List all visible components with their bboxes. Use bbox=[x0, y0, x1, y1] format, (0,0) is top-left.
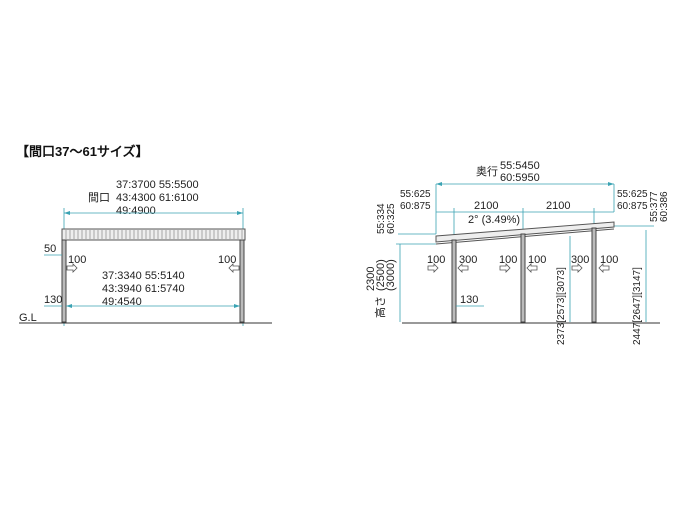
dim-100-right: 100 bbox=[218, 254, 236, 266]
mid-height: 2373[2573][3073] bbox=[556, 267, 567, 345]
front-post-left bbox=[61, 239, 67, 323]
end-thickness-1: 55:377 bbox=[649, 191, 660, 222]
width-dim-arrow-right bbox=[237, 211, 243, 215]
ground-label: G.L bbox=[19, 312, 37, 324]
dim-100-c: 100 bbox=[528, 254, 546, 266]
height-1: 2300 bbox=[365, 267, 377, 291]
inner-line-1: 37:3340 55:5140 bbox=[102, 270, 185, 282]
arrow-left-icon bbox=[457, 263, 469, 273]
height-3: (3000) bbox=[385, 259, 397, 291]
dim-100-d: 100 bbox=[600, 254, 618, 266]
width-line-3: 49:4900 bbox=[116, 205, 156, 217]
front-title: 【間口37～61サイズ】 bbox=[16, 144, 149, 159]
front-view: 【間口37～61サイズ】 37:3700 55:5500 間口 43:4300 … bbox=[16, 144, 272, 326]
arrow-left-icon bbox=[598, 263, 610, 273]
front-post-right bbox=[239, 239, 245, 323]
side-roof bbox=[435, 221, 615, 243]
inner-dim-arrow-right bbox=[234, 304, 240, 308]
span-1: 2100 bbox=[474, 200, 498, 212]
dim-300-b: 300 bbox=[571, 254, 589, 266]
arrow-right-icon bbox=[499, 263, 511, 273]
width-line-2: 43:4300 61:6100 bbox=[116, 192, 199, 204]
slope-label: 2° (3.49%) bbox=[468, 214, 520, 226]
depth-line-2: 60:5950 bbox=[500, 172, 540, 184]
front-roof-corrugation bbox=[65, 230, 243, 239]
width-label: 間口 bbox=[88, 191, 110, 204]
inner-line-3: 49:4540 bbox=[102, 296, 142, 308]
side-dim-130: 130 bbox=[460, 294, 478, 306]
depth-label: 奥行 bbox=[476, 164, 498, 178]
side-post-middle bbox=[520, 233, 526, 323]
dim-100-a: 100 bbox=[427, 254, 445, 266]
rear-height: 2447[2647][3147] bbox=[632, 267, 643, 345]
side-post-front bbox=[451, 239, 457, 323]
overhang-right-2: 60:875 bbox=[617, 201, 648, 212]
span-2: 2100 bbox=[546, 200, 570, 212]
height-label: 高さ bbox=[373, 296, 387, 318]
dim-300-a: 300 bbox=[459, 254, 477, 266]
side-view: 奥行 55:5450 60:5950 55:625 60:875 55:625 … bbox=[365, 160, 670, 345]
overhang-left-1: 55:625 bbox=[400, 189, 431, 200]
roof-thickness-1: 55:334 bbox=[376, 203, 387, 234]
arrow-left-icon bbox=[526, 263, 538, 273]
front-roof bbox=[61, 228, 246, 241]
depth-arrow-left bbox=[436, 182, 442, 186]
overhang-left-2: 60:875 bbox=[400, 201, 431, 212]
arrow-right-icon bbox=[427, 263, 439, 273]
inner-line-2: 43:3940 61:5740 bbox=[102, 283, 185, 295]
inner-dim-arrow-left bbox=[66, 304, 72, 308]
side-post-rear bbox=[591, 227, 597, 323]
dim-100-b: 100 bbox=[499, 254, 517, 266]
roof-thickness-2: 60:325 bbox=[386, 203, 397, 234]
arrow-left-icon bbox=[228, 263, 240, 273]
arrow-right-icon bbox=[66, 263, 78, 273]
dim-50: 50 bbox=[44, 243, 56, 255]
width-line-1: 37:3700 55:5500 bbox=[116, 179, 199, 191]
end-thickness-2: 60:386 bbox=[659, 191, 670, 222]
dim-130: 130 bbox=[44, 294, 62, 306]
depth-arrow-right bbox=[608, 182, 614, 186]
height-2: (2500) bbox=[375, 259, 387, 291]
dim-100-left: 100 bbox=[68, 254, 86, 266]
width-dim-arrow-left bbox=[64, 211, 70, 215]
overhang-right-1: 55:625 bbox=[617, 189, 648, 200]
arrow-right-icon bbox=[571, 263, 583, 273]
depth-line-1: 55:5450 bbox=[500, 160, 540, 172]
